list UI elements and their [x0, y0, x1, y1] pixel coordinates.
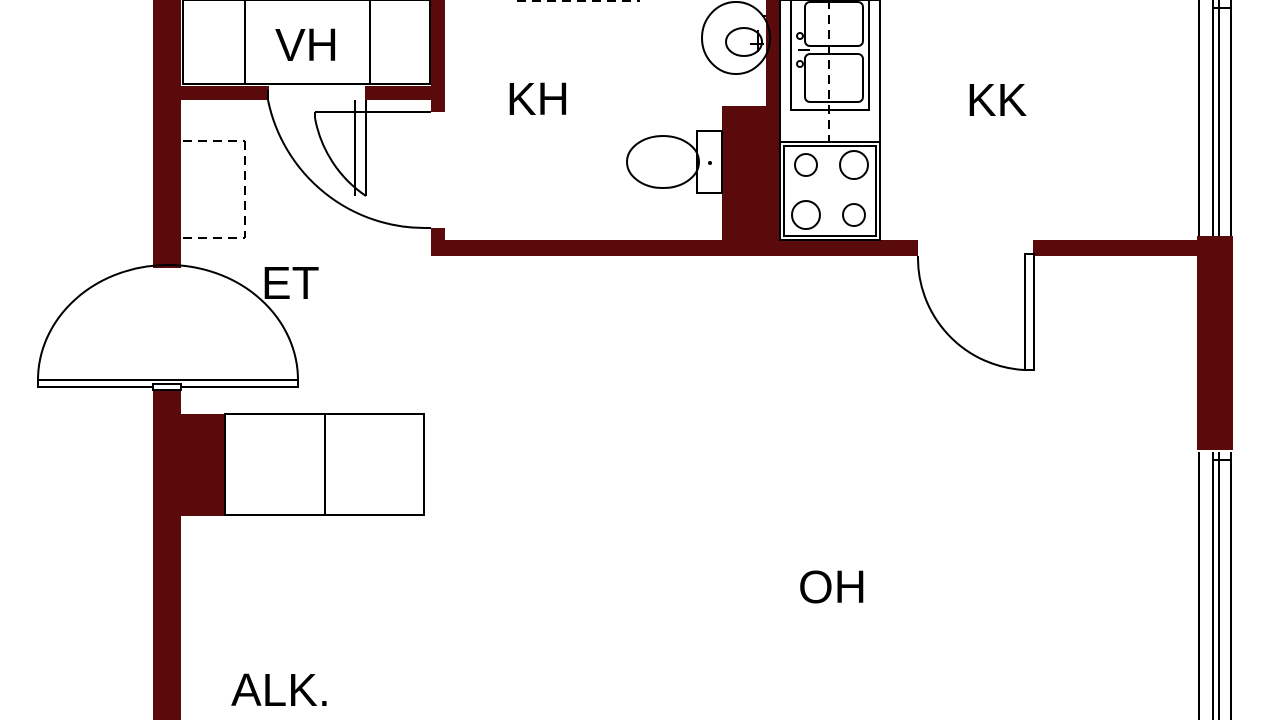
room-label-vh: VH — [275, 19, 339, 71]
wall-kh-kk-upper — [766, 0, 780, 108]
windows — [1198, 0, 1232, 720]
door-kh — [314, 100, 431, 197]
kitchen-sink — [790, 0, 870, 142]
door-kk — [916, 253, 1035, 371]
room-label-kh: KH — [506, 73, 570, 125]
window-upper — [1198, 0, 1232, 236]
wall-kh-bottom — [431, 240, 918, 256]
door-vh — [267, 90, 431, 230]
room-label-alk: ALK. — [231, 664, 331, 716]
wall-vh-right — [431, 0, 445, 112]
wall-vh-bottom-left — [181, 86, 269, 100]
wall-kh-kk-block — [722, 106, 780, 256]
bathroom-sink — [701, 1, 771, 75]
wall-right — [1197, 236, 1233, 450]
coat-rack-dashed — [183, 140, 246, 239]
walls — [153, 0, 1233, 720]
toilet — [626, 130, 723, 194]
wardrobe — [224, 413, 425, 516]
wall-pillar — [181, 414, 225, 516]
wall-vh-bottom-right — [365, 86, 431, 100]
window-lower — [1198, 452, 1232, 720]
stove — [783, 145, 877, 237]
room-label-kk: KK — [966, 74, 1028, 126]
door-entrance — [37, 264, 299, 391]
room-labels: VH KH KK ET OH ALK. — [231, 19, 1028, 716]
vh-closet-shelves — [182, 0, 431, 85]
wall-kk-bottom — [1033, 240, 1203, 256]
wall-left-upper — [153, 0, 181, 268]
room-label-oh: OH — [798, 561, 867, 613]
room-label-et: ET — [261, 257, 320, 309]
wall-left-lower — [153, 385, 181, 720]
